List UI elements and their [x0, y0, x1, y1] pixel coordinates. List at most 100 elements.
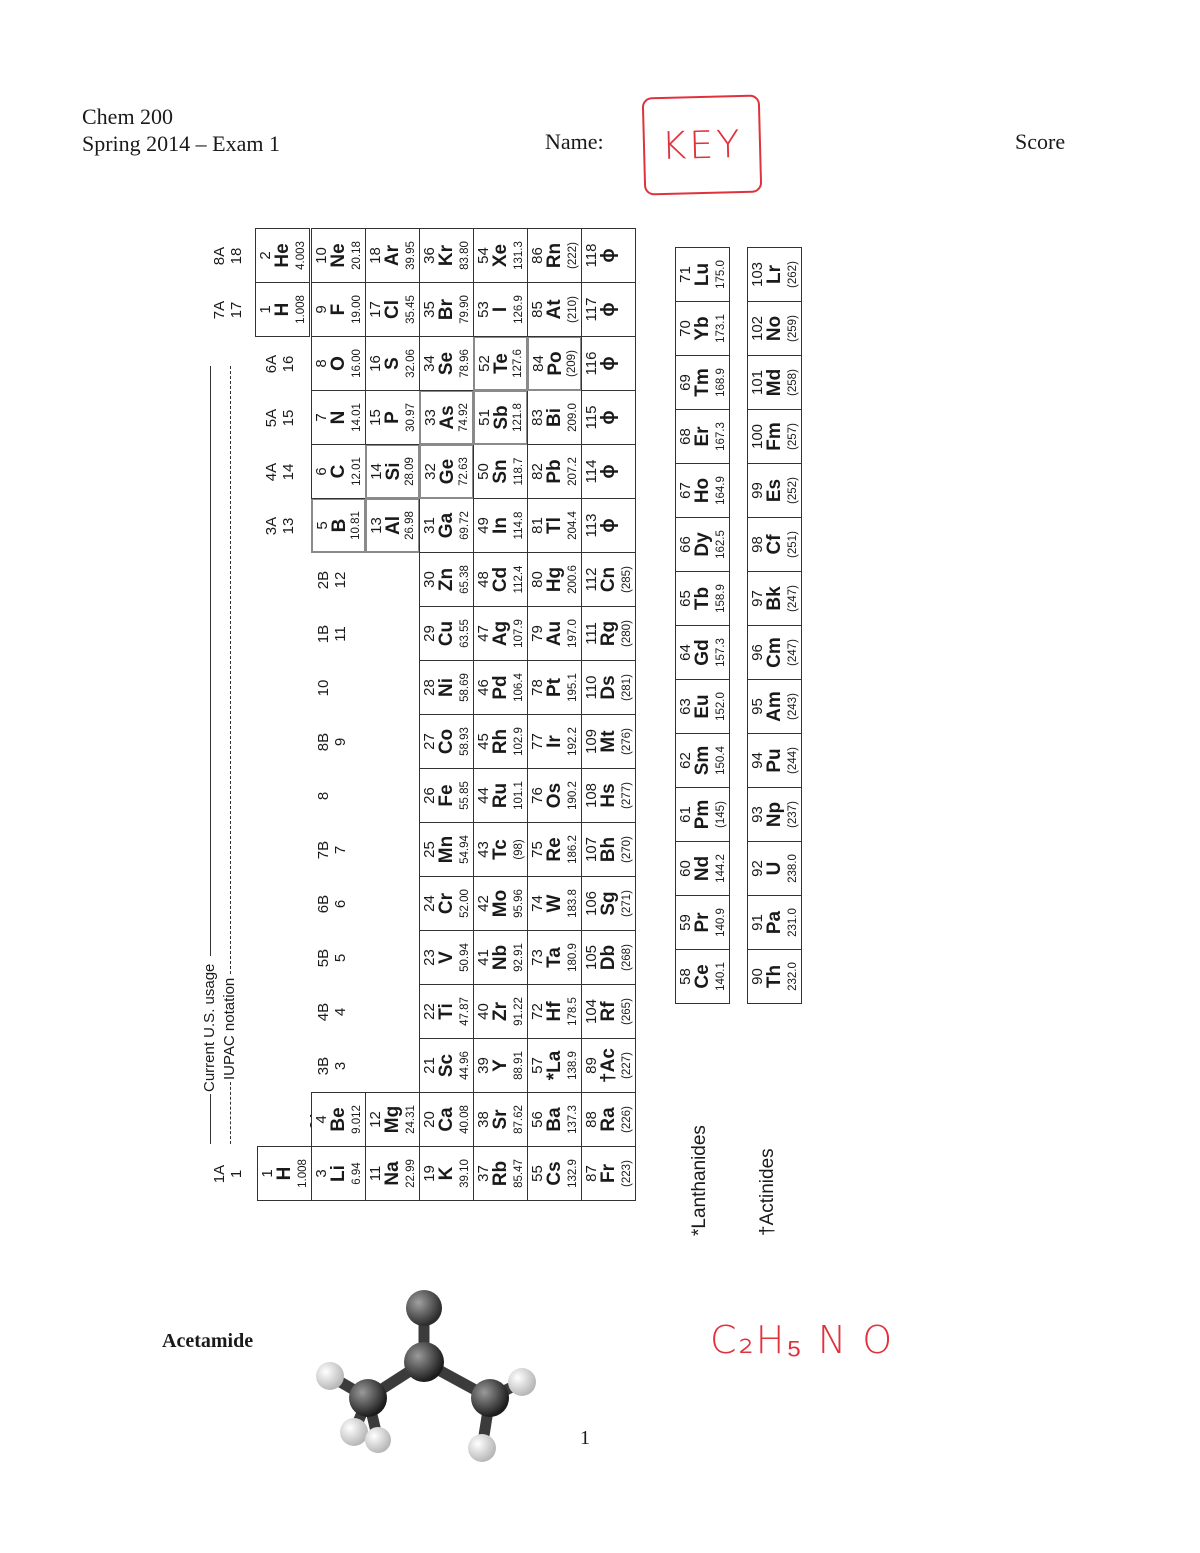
atomic-mass: 12.01 [351, 457, 363, 486]
atomic-mass: 209.0 [567, 403, 579, 432]
element-symbol: Sr [490, 1109, 511, 1130]
element-symbol: In [490, 517, 511, 534]
score-label: Score [1015, 129, 1066, 154]
element-symbol: Ru [490, 782, 511, 809]
element-symbol: Xe [490, 243, 511, 268]
group-us-label: 1A [211, 1164, 228, 1184]
atomic-mass: 137.3 [567, 1105, 579, 1134]
actinides-label: †Actinides [757, 1148, 778, 1236]
element-symbol: Rb [490, 1160, 511, 1187]
element-symbol: Lu [692, 262, 713, 287]
element-symbol: Sb [491, 405, 512, 430]
element-cell-ac: 89†Ac(227) [581, 1038, 636, 1093]
element-symbol: No [764, 315, 785, 342]
element-symbol: Ag [490, 620, 511, 647]
atomic-mass: 190.2 [567, 781, 579, 810]
group-iupac-label: 17 [228, 301, 245, 319]
atomic-mass: 44.96 [459, 1051, 471, 1080]
group-us-label: 7A [211, 300, 228, 320]
atomic-mass: (145) [715, 801, 727, 828]
element-symbol: Pu [764, 748, 785, 773]
element-symbol: Pr [692, 912, 713, 933]
element-symbol: Ti [436, 1003, 457, 1020]
atomic-mass: 173.1 [715, 314, 727, 343]
element-symbol: Rh [490, 728, 511, 755]
group-iupac-label: 13 [280, 517, 297, 535]
hydrogen-atom [365, 1427, 391, 1453]
atomic-mass: (270) [621, 836, 633, 863]
atomic-mass: 112.4 [513, 565, 525, 594]
element-symbol: Th [764, 964, 785, 989]
molecule-name: Acetamide [162, 1330, 254, 1352]
group-us-label: 5A [263, 408, 280, 428]
element-symbol: Hs [598, 783, 619, 808]
atomic-mass: 183.8 [567, 889, 579, 918]
element-symbol: Co [436, 728, 457, 755]
atomic-mass: 164.9 [715, 476, 727, 505]
atomic-mass: 78.96 [459, 349, 471, 378]
element-symbol: ϕ [598, 248, 619, 263]
atomic-mass: 26.98 [404, 511, 416, 540]
atomic-mass: 47.87 [459, 997, 471, 1026]
group-us-label: 1B [315, 624, 332, 644]
element-symbol: Ds [598, 675, 619, 700]
atomic-mass: 150.4 [715, 746, 727, 775]
atomic-mass: 39.95 [405, 241, 417, 270]
element-symbol: Fe [436, 784, 457, 807]
atomic-mass: 85.47 [513, 1159, 525, 1188]
group-us-label: 5B [315, 948, 332, 968]
group-label-8: 8 [315, 769, 332, 823]
element-symbol: Mt [598, 730, 619, 753]
element-symbol: Zn [436, 567, 457, 592]
atomic-mass: (243) [787, 693, 799, 720]
group-us-label: 8A [211, 246, 228, 266]
group-iupac-label: 1 [228, 1169, 245, 1179]
element-symbol: Md [764, 368, 785, 397]
element-symbol: H [272, 302, 293, 317]
atomic-mass: (98) [513, 839, 525, 860]
us-usage-arrow [210, 1094, 211, 1144]
group-iupac-label: 12 [332, 571, 349, 589]
group-us-label: 4A [263, 462, 280, 482]
element-symbol: Mg [382, 1105, 403, 1134]
element-symbol: W [544, 894, 565, 913]
group-label-10: 10 [315, 661, 332, 715]
atomic-mass: 102.9 [513, 727, 525, 756]
element-symbol: ϕ [598, 410, 619, 425]
atomic-mass: 106.4 [513, 673, 525, 702]
element-symbol: Er [692, 426, 713, 447]
element-symbol: Bi [544, 408, 565, 427]
iupac-notation-label: IUPAC notation [221, 977, 238, 1080]
atomic-mass: 126.9 [513, 295, 525, 324]
element-symbol: ϕ [598, 356, 619, 371]
